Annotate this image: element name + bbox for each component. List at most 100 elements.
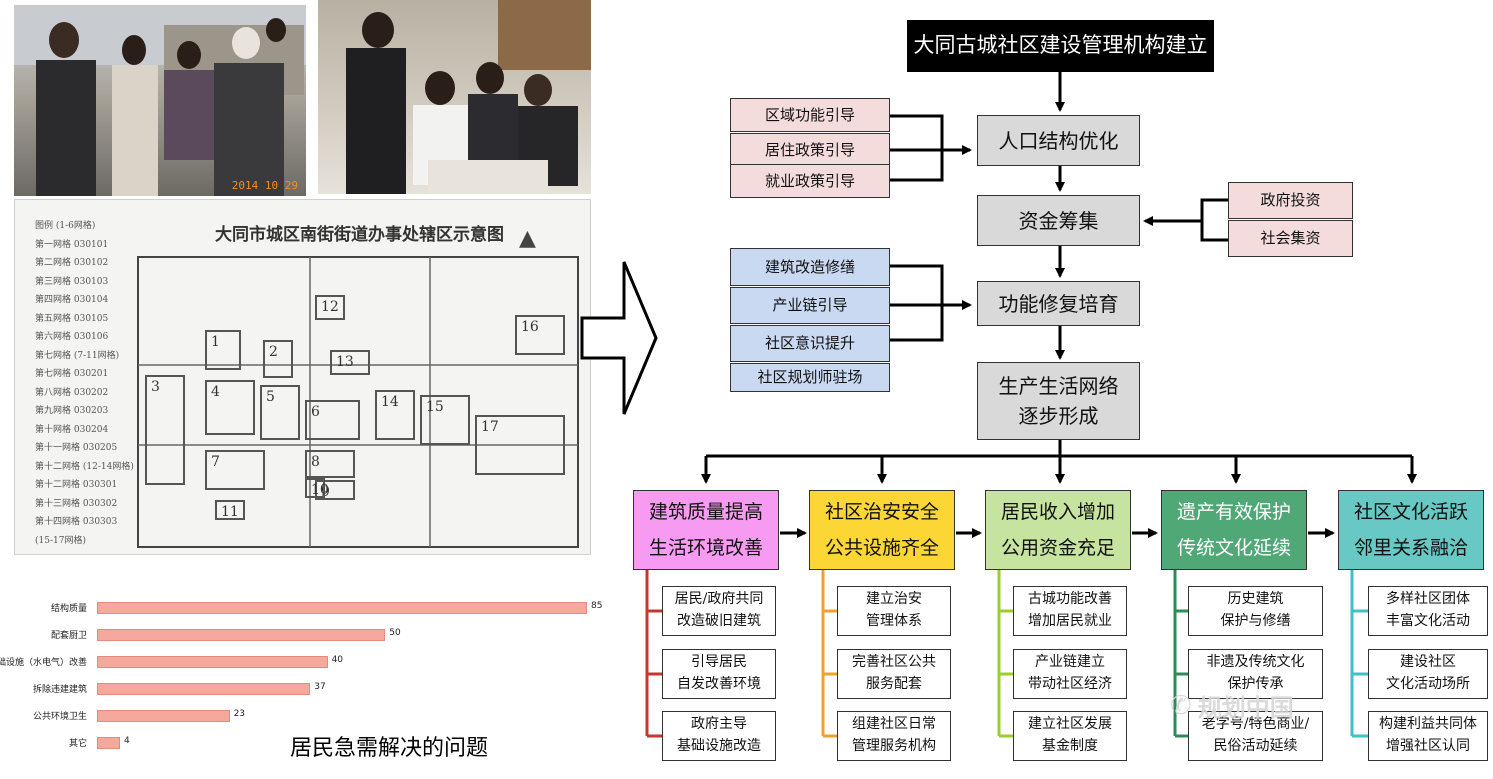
flow-step-network: 生产生活网络 逐步形成 xyxy=(977,362,1140,440)
map-block: 4 xyxy=(205,380,255,435)
map-legend-line: 第十一网格 030205 xyxy=(35,443,118,453)
outcome-sub-box: 建立治安管理体系 xyxy=(837,586,951,636)
bar-value-label: 50 xyxy=(389,628,401,638)
outcome-sub-line: 老字号/特色商业/ xyxy=(1201,716,1310,733)
outcome-category-box: 遗产有效保护传统文化延续 xyxy=(1161,490,1307,570)
map-legend-line: 第八网格 030202 xyxy=(35,387,109,398)
pink-box-area-function: 区域功能引导 xyxy=(730,98,890,132)
map-block: 10 xyxy=(305,478,329,498)
outcome-category-line: 邻里关系融洽 xyxy=(1353,537,1468,559)
outcome-sub-line: 建立社区发展 xyxy=(1028,716,1112,733)
outcome-sub-line: 文化活动场所 xyxy=(1386,676,1470,692)
map-legend-line: 第七网格 030201 xyxy=(35,369,109,379)
map-block: 13 xyxy=(330,350,370,375)
outcome-category-line: 公用资金充足 xyxy=(1000,537,1115,559)
outcome-sub-line: 增加居民就业 xyxy=(1028,613,1112,629)
outcome-sub-line: 保护与修缮 xyxy=(1220,613,1291,629)
outcome-category-line: 社区治安安全 xyxy=(824,500,939,523)
map-block: 2 xyxy=(263,340,293,378)
flow-step-population: 人口结构优化 xyxy=(977,115,1140,166)
blue-box-industry-chain: 产业链引导 xyxy=(730,287,890,324)
photo-street-interview: 2014 10 29 xyxy=(14,5,306,196)
outcome-sub-box: 古城功能改善增加居民就业 xyxy=(1013,586,1127,636)
map-legend-line: 第十二网格 030301 xyxy=(35,480,118,490)
outcome-sub-box: 多样社区团体丰富文化活动 xyxy=(1368,586,1488,636)
watermark: ✆ 规划中国 xyxy=(1170,688,1294,723)
outcome-sub-line: 引导居民 xyxy=(691,654,747,671)
outcome-sub-line: 基金制度 xyxy=(1042,738,1098,754)
bar xyxy=(97,683,311,695)
street-scene-illustration xyxy=(14,5,306,196)
watermark-text: 规划中国 xyxy=(1197,694,1294,722)
map-block: 15 xyxy=(420,395,470,445)
outcome-sub-line: 居民/政府共同 xyxy=(674,591,764,608)
map-block: 8 xyxy=(305,450,355,478)
outcome-category-line: 居民收入增加 xyxy=(1000,500,1115,523)
map-legend-line: 第十网格 030204 xyxy=(35,424,109,435)
map-legend-line: 图例 (1-6网格) xyxy=(35,221,96,231)
outcome-sub-box: 非遗及传统文化保护传承 xyxy=(1188,649,1323,699)
north-arrow-icon: ▲ xyxy=(519,226,536,251)
meeting-scene-illustration xyxy=(346,0,591,194)
map-block: 3 xyxy=(145,375,185,485)
outcome-sub-line: 建设社区 xyxy=(1400,654,1456,671)
wechat-logo-icon: ✆ xyxy=(1170,690,1192,721)
flow-step-network-line1: 生产生活网络 xyxy=(998,374,1119,398)
outcome-sub-line: 历史建筑 xyxy=(1227,591,1284,608)
outcome-sub-box: 构建利益共同体增强社区认同 xyxy=(1368,711,1488,761)
bar-category-label: 拆除违建建筑 xyxy=(32,685,87,695)
map-legend-line: 第十四网格 030303 xyxy=(35,517,118,527)
outcome-sub-line: 管理体系 xyxy=(866,613,922,629)
map-block: 7 xyxy=(205,450,265,490)
blue-box-community-planner: 社区规划师驻场 xyxy=(730,363,890,392)
map-legend-line: 第五网格 030105 xyxy=(35,313,109,324)
outcome-category-box: 社区文化活跃邻里关系融洽 xyxy=(1338,490,1484,570)
outcome-sub-line: 民俗活动延续 xyxy=(1213,738,1298,754)
map-street-lines xyxy=(137,256,579,548)
bar-category-label: 其它 xyxy=(68,739,87,749)
bar-category-label: 基础设施（水电气）改善 xyxy=(0,658,87,668)
outcome-sub-box: 组建社区日常管理服务机构 xyxy=(837,711,951,761)
outcome-sub-line: 多样社区团体 xyxy=(1386,591,1470,608)
bar xyxy=(97,656,328,668)
outcome-sub-box: 老字号/特色商业/民俗活动延续 xyxy=(1188,711,1323,761)
outcome-sub-line: 建立治安 xyxy=(866,591,922,608)
problem-bar-chart: 结构质量85配套厨卫50基础设施（水电气）改善40拆除违建建筑37公共环境卫生2… xyxy=(0,592,602,752)
map-legend-line: 第十二网格 (12-14网格) xyxy=(35,461,134,472)
outcome-sub-line: 增强社区认同 xyxy=(1386,738,1470,754)
outcome-sub-box: 建立社区发展基金制度 xyxy=(1013,711,1127,761)
outcome-category-line: 传统文化延续 xyxy=(1176,537,1291,559)
bar-category-label: 公共环境卫生 xyxy=(32,712,87,722)
outcome-sub-box: 建设社区文化活动场所 xyxy=(1368,649,1488,699)
bar xyxy=(97,710,230,722)
outcome-sub-box: 完善社区公共服务配套 xyxy=(837,649,951,699)
outcome-sub-line: 保护传承 xyxy=(1227,676,1284,692)
outcome-sub-line: 政府主导 xyxy=(691,716,747,733)
map-block: 16 xyxy=(515,315,565,355)
outcome-sub-line: 基础设施改造 xyxy=(677,738,761,754)
flow-top-box: 大同古城社区建设管理机构建立 xyxy=(907,20,1214,72)
map-legend-line: 第四网格 030104 xyxy=(35,295,109,305)
outcome-category-box: 社区治安安全公共设施齐全 xyxy=(809,490,955,570)
map-title: 大同市城区南街街道办事处辖区示意图 xyxy=(215,225,504,245)
outcome-sub-line: 服务配套 xyxy=(866,676,922,692)
pink-box-social-funding: 社会集资 xyxy=(1228,220,1353,257)
bar-value-label: 37 xyxy=(314,682,326,692)
bar-category-label: 配套厨卫 xyxy=(50,631,87,641)
outcome-category-line: 生活环境改善 xyxy=(648,537,763,559)
pink-box-employment-policy: 就业政策引导 xyxy=(730,164,890,198)
map-block: 17 xyxy=(475,415,565,475)
blue-box-building-renovation: 建筑改造修缮 xyxy=(730,248,890,286)
blue-box-community-awareness: 社区意识提升 xyxy=(730,325,890,362)
map-block: 11 xyxy=(215,500,245,520)
bar xyxy=(97,629,386,641)
outcome-category-line: 建筑质量提高 xyxy=(648,500,763,523)
outcome-sub-line: 古城功能改善 xyxy=(1028,591,1112,608)
bar-value-label: 4 xyxy=(124,736,130,746)
bar xyxy=(97,737,121,749)
flow-step-funding: 资金筹集 xyxy=(977,195,1140,246)
bar-value-label: 40 xyxy=(331,655,344,665)
hollow-right-arrow-icon xyxy=(580,261,658,415)
map-legend-line: 第十三网格 030302 xyxy=(35,498,118,509)
outcome-sub-line: 改造破旧建筑 xyxy=(677,613,761,629)
